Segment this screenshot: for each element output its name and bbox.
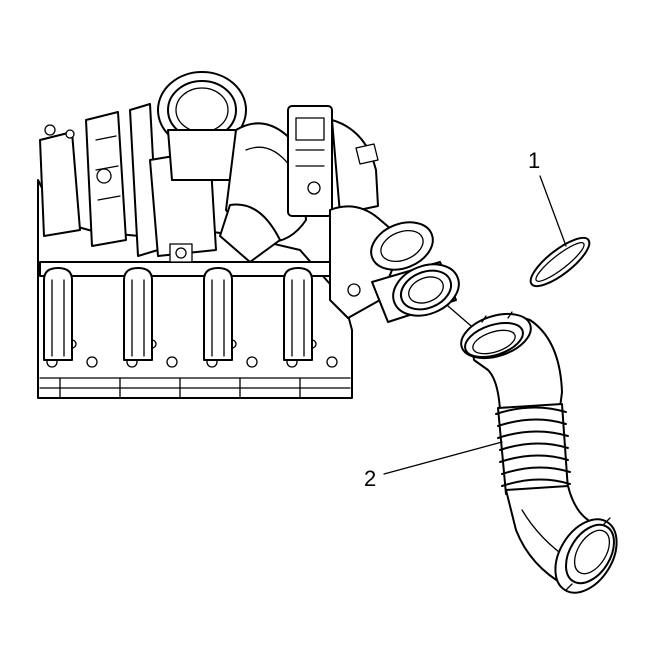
throttle-actuator — [287, 105, 379, 217]
callout-1-label: 1 — [528, 148, 540, 173]
engine-block — [37, 71, 460, 399]
intake-seal — [529, 236, 591, 288]
leader-line-1 — [539, 175, 567, 247]
callout-2: 2 — [364, 441, 503, 491]
engine-outlet-adapter — [329, 205, 460, 323]
callout-1: 1 — [528, 148, 567, 247]
injector-towers — [43, 267, 313, 361]
duct-bellows-ribs — [495, 406, 571, 487]
leader-line-2 — [383, 441, 503, 475]
callout-2-label: 2 — [364, 466, 376, 491]
air-intake-duct — [460, 311, 618, 594]
turbo-inlet — [157, 71, 247, 181]
